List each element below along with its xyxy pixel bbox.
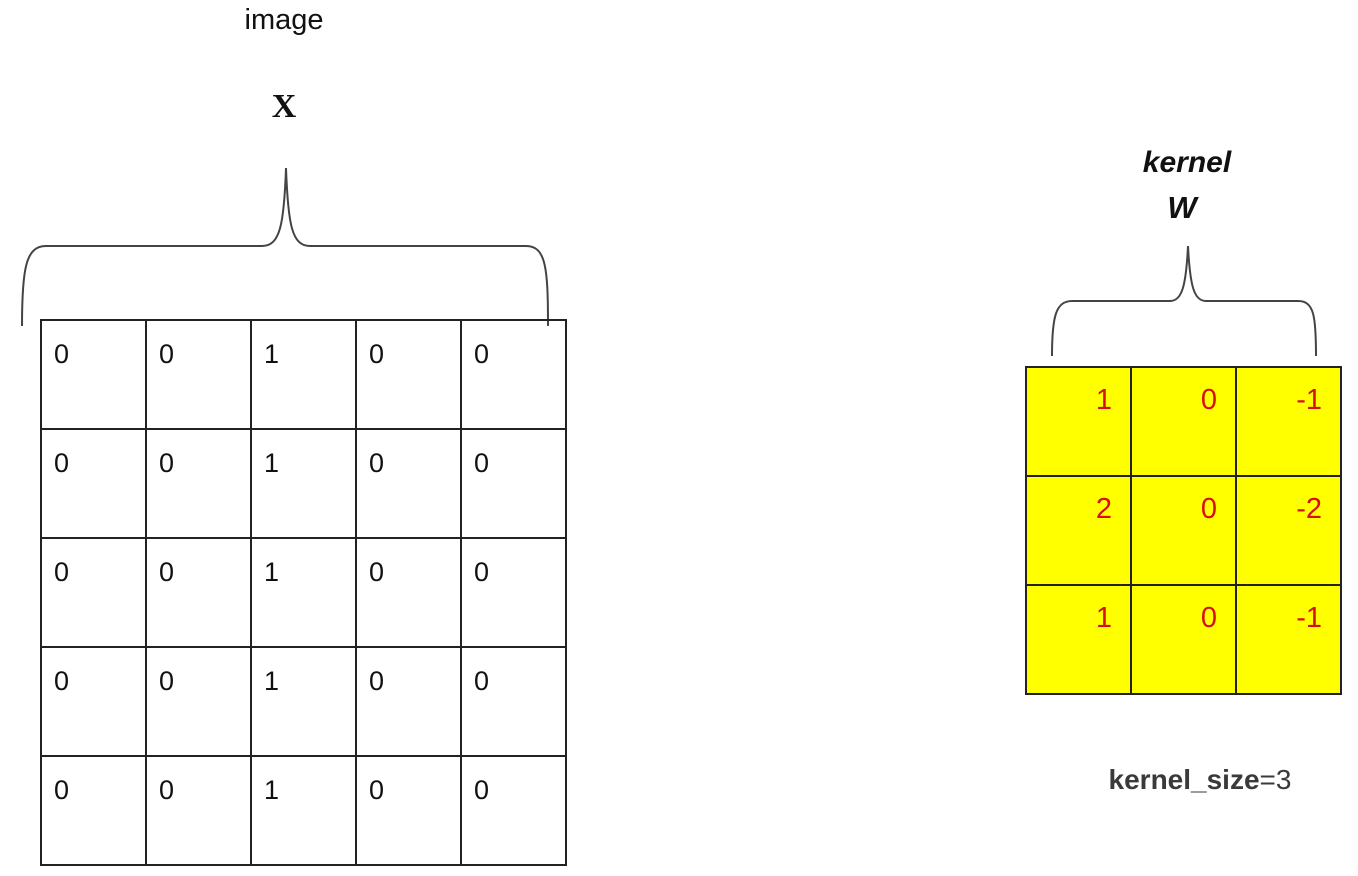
kernel-cell: 0	[1132, 368, 1237, 477]
kernel-size-caption: kernel_size=3	[1080, 764, 1320, 796]
image-cell: 0	[42, 757, 147, 866]
image-cell: 0	[42, 430, 147, 539]
image-cell: 1	[252, 430, 357, 539]
image-cell: 0	[42, 648, 147, 757]
image-cell: 0	[357, 648, 462, 757]
kernel-size-equals: =	[1259, 764, 1276, 795]
image-cell: 0	[357, 757, 462, 866]
kernel-cell: -2	[1237, 477, 1342, 586]
image-cell: 0	[462, 757, 567, 866]
image-cell: 0	[357, 430, 462, 539]
kernel-cell: -1	[1237, 586, 1342, 695]
image-cell: 1	[252, 539, 357, 648]
image-cell: 0	[42, 539, 147, 648]
x-matrix-label: X	[271, 88, 297, 125]
image-cell: 0	[147, 430, 252, 539]
image-cell: 1	[252, 757, 357, 866]
kernel-cell: 1	[1027, 368, 1132, 477]
kernel-cell: 0	[1132, 477, 1237, 586]
kernel-cell: 1	[1027, 586, 1132, 695]
image-cell: 1	[252, 321, 357, 430]
kernel-size-key: kernel_size	[1108, 764, 1260, 795]
kernel-size-value: 3	[1275, 764, 1292, 795]
kernel-cell: 0	[1132, 586, 1237, 695]
kernel-cell: 2	[1027, 477, 1132, 586]
image-cell: 0	[147, 539, 252, 648]
image-cell: 0	[462, 648, 567, 757]
kernel-label: kernel	[1142, 146, 1232, 179]
image-cell: 1	[252, 648, 357, 757]
image-label: image	[244, 4, 324, 36]
image-cell: 0	[357, 539, 462, 648]
image-cell: 0	[147, 648, 252, 757]
image-cell: 0	[147, 321, 252, 430]
w-matrix-label: W	[1167, 190, 1197, 225]
image-cell: 0	[462, 539, 567, 648]
image-cell: 0	[462, 430, 567, 539]
image-cell: 0	[357, 321, 462, 430]
image-cell: 0	[147, 757, 252, 866]
kernel-cell: -1	[1237, 368, 1342, 477]
image-cell: 0	[42, 321, 147, 430]
image-cell: 0	[462, 321, 567, 430]
